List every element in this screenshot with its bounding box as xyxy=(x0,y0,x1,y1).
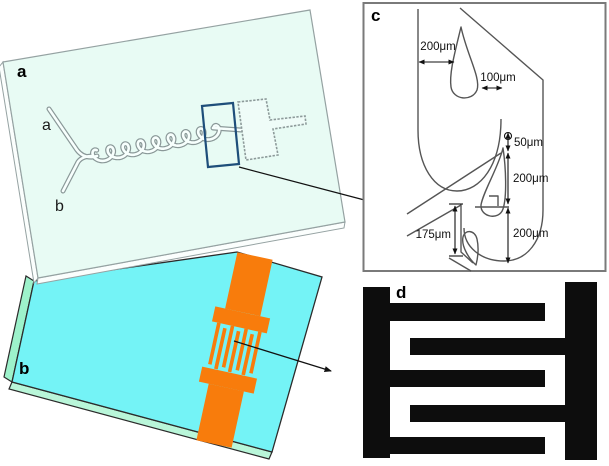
channel-wall-diagonal-upper xyxy=(406,152,502,215)
dim-label-upper-length: 200μm xyxy=(513,173,548,185)
channel-wall-diagonal-lower xyxy=(406,204,474,264)
dim-label-tip-gap: 50μm xyxy=(514,137,543,149)
microchannel xyxy=(46,106,244,194)
dim-label-side-gap: 100μm xyxy=(480,72,515,84)
electrode-finger-right-2 xyxy=(410,405,565,422)
panel-b-label: b xyxy=(19,359,29,378)
channel-wall-left-hook xyxy=(417,9,502,192)
dim-label-lower-length: 200μm xyxy=(513,228,548,240)
panel-d-label: d xyxy=(396,283,406,302)
channel-wall-right xyxy=(459,7,544,262)
electrode-right-bus-bar xyxy=(565,282,597,460)
electrode-finger xyxy=(241,333,254,376)
outlet-chamber xyxy=(237,98,307,161)
panel-b-electrode-chip: b xyxy=(3,251,323,460)
electrode-finger-left-2 xyxy=(390,370,545,387)
right-angle-mark xyxy=(489,195,499,206)
electrode-band xyxy=(196,252,273,448)
electrode-finger xyxy=(208,322,221,365)
chip-b-top-face xyxy=(11,251,323,453)
dim-label-obstacle-width: 200μm xyxy=(420,41,455,53)
inlet-b-channel xyxy=(61,154,95,193)
electrode-bottom-pad xyxy=(198,366,257,394)
panel-c-detail: 200μm 100μm 50μm 200μm 175μm 200μm c xyxy=(362,2,607,272)
electrode-finger xyxy=(227,330,241,373)
electrode-finger-right-1 xyxy=(410,338,565,355)
panel-a-label: a xyxy=(17,62,27,81)
electrode-band-bottom-segment xyxy=(196,383,244,448)
electrode-finger xyxy=(221,325,235,368)
electrode-left-bus-bar xyxy=(363,287,390,458)
highlight-box xyxy=(200,101,241,169)
electrode-finger-left-3 xyxy=(390,437,545,454)
panel-c-frame xyxy=(362,2,607,272)
pointer-arrow-b-to-d xyxy=(233,340,332,372)
electrode-band-top-segment xyxy=(225,252,273,317)
serpentine-channel xyxy=(91,124,221,163)
inlet-a-label: a xyxy=(42,117,51,134)
electrode-finger xyxy=(235,328,248,371)
panel-c-label: c xyxy=(371,6,380,25)
electrode-top-pad xyxy=(212,306,271,334)
channel-wall-bottom-stub xyxy=(448,257,472,272)
inlet-b-label: b xyxy=(55,198,64,215)
electrode-finger xyxy=(249,331,262,374)
teardrop-obstacle-bottom xyxy=(461,230,479,266)
panel-a-channel-chip: a a b xyxy=(0,9,346,285)
electrode-finger-left-1 xyxy=(390,303,545,321)
pointer-arrow-a-to-c xyxy=(238,166,373,204)
dim-label-lower-wall: 175μm xyxy=(416,229,451,241)
electrode-finger xyxy=(214,327,227,370)
panel-d-electrode-detail: d xyxy=(363,282,597,460)
